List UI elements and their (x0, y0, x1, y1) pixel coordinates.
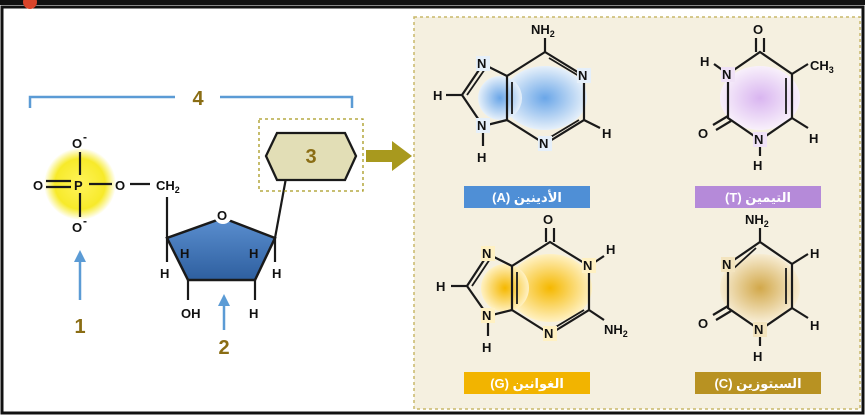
svg-text:H: H (753, 349, 762, 364)
svg-text:H: H (272, 266, 281, 281)
svg-text:N: N (544, 326, 553, 341)
sugar-ring (165, 216, 277, 282)
cytosine-label-box (695, 372, 821, 394)
svg-text:O: O (698, 316, 708, 331)
ester-oxygen: O (115, 178, 125, 193)
svg-text:H: H (482, 340, 491, 355)
svg-text:H: H (809, 131, 818, 146)
base-hexagon (264, 131, 358, 182)
svg-text:N: N (477, 56, 486, 71)
phosphate-oxygen-bottom: O (72, 220, 82, 235)
svg-text:H: H (606, 242, 615, 257)
guanine-structure: N N N N O H NH2 H H (436, 212, 628, 355)
svg-text:N: N (722, 257, 731, 272)
svg-text:O: O (698, 126, 708, 141)
corner-mark (23, 0, 37, 9)
svg-text:H: H (160, 266, 169, 281)
svg-text:H: H (180, 246, 189, 261)
ch2-group: CH2 (156, 178, 180, 195)
svg-text:-: - (83, 130, 87, 144)
adenine-amine: NH2 (531, 22, 555, 39)
cytosine-label: السيتوزين (C) (714, 376, 801, 391)
svg-text:H: H (602, 126, 611, 141)
ring-oxygen: O (217, 208, 227, 223)
svg-text:N: N (754, 132, 763, 147)
phosphorus-atom: P (74, 178, 83, 193)
thymine-structure: N N O CH3 H H O H (698, 22, 834, 173)
phosphate-group: O - O P O CH2 O - (33, 130, 180, 235)
label-1: 1 (74, 316, 85, 338)
thymine-methyl: CH3 (810, 58, 834, 75)
svg-text:N: N (583, 258, 592, 273)
svg-text:H: H (810, 246, 819, 261)
svg-text:H: H (810, 318, 819, 333)
top-bar (0, 0, 865, 5)
svg-text:N: N (722, 67, 731, 82)
phosphate-oxygen-top: O (72, 136, 82, 151)
svg-text:H: H (753, 158, 762, 173)
hydroxyl-group: OH (181, 306, 201, 321)
phosphate-oxygen-double: O (33, 178, 43, 193)
svg-text:N: N (578, 68, 587, 83)
svg-text:N: N (539, 136, 548, 151)
svg-text:-: - (83, 214, 87, 228)
sugar-arrow: 2 (218, 294, 230, 359)
label-2: 2 (218, 337, 229, 359)
guanine-amine: NH2 (604, 322, 628, 339)
label-3: 3 (305, 146, 316, 168)
svg-text:H: H (436, 279, 445, 294)
phosphate-highlight (44, 148, 116, 220)
svg-text:N: N (482, 308, 491, 323)
guanine-label-box (464, 372, 590, 394)
svg-text:O: O (753, 22, 763, 37)
base-arrow-icon (366, 141, 412, 171)
thymine-label: التيمين (T) (725, 190, 791, 205)
adenine-label: الأدينين (A) (492, 189, 562, 205)
adenine-label-box (464, 186, 590, 208)
svg-text:N: N (482, 246, 491, 261)
cytosine-structure: N N NH2 H H O H (698, 212, 819, 364)
svg-text:H: H (249, 306, 258, 321)
base-placeholder: 3 (258, 118, 364, 192)
svg-text:H: H (700, 54, 709, 69)
deoxyribose-sugar: O H H OH H H H (160, 177, 288, 321)
svg-text:H: H (249, 246, 258, 261)
label-4: 4 (192, 88, 204, 110)
phosphate-arrow: 1 (74, 250, 86, 338)
thymine-label-box (695, 186, 821, 208)
guanine-label: الغوانين (G) (490, 376, 564, 391)
svg-text:H: H (433, 88, 442, 103)
svg-text:N: N (754, 322, 763, 337)
nucleotide-bracket: 4 (28, 88, 354, 110)
svg-text:O: O (543, 212, 553, 227)
cytosine-amine: NH2 (745, 212, 769, 229)
adenine-structure: N N N N NH2 H H H (433, 22, 611, 165)
svg-text:N: N (477, 118, 486, 133)
svg-text:H: H (477, 150, 486, 165)
